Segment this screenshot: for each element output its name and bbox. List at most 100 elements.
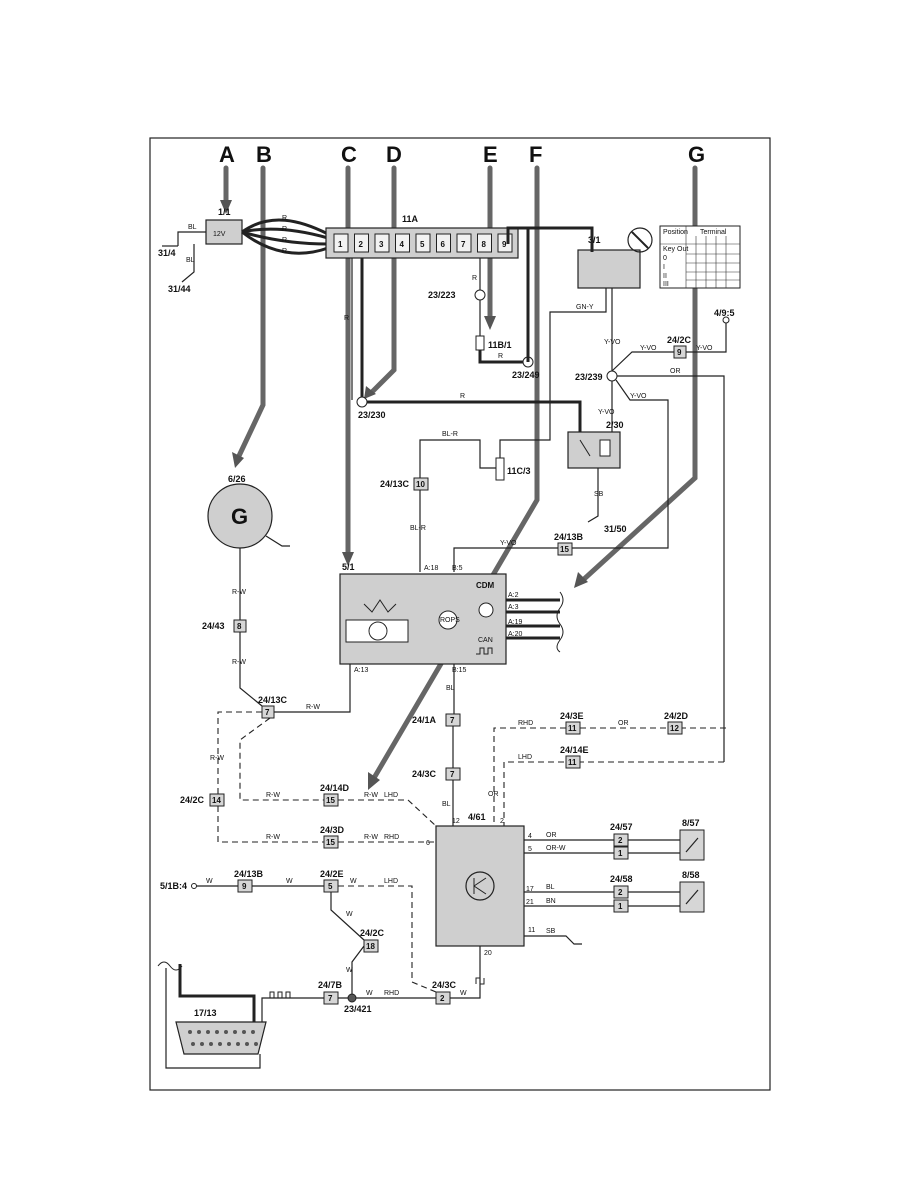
cable-3 bbox=[241, 230, 329, 246]
wire-color-bl-4: BL bbox=[442, 801, 451, 808]
ecm-transistor-icon bbox=[465, 871, 495, 901]
fuse-slot-6 bbox=[436, 233, 451, 253]
cem-pin-a18: A:18 bbox=[424, 565, 439, 572]
connector-24-2c-14 bbox=[209, 793, 225, 807]
switch-row-3: III bbox=[663, 281, 669, 288]
letter-b: B bbox=[256, 142, 272, 167]
fuse-number-7: 7 bbox=[461, 240, 466, 249]
wire-r-w-2 bbox=[239, 632, 263, 707]
ecm-id: 4/61 bbox=[468, 812, 486, 822]
connector-24-14e-11-id: 24/14E bbox=[560, 745, 589, 755]
connector-24-3d-15-pin: 15 bbox=[326, 838, 335, 847]
ecm-pin-5: 5 bbox=[528, 846, 532, 853]
dlc-pin bbox=[209, 1042, 213, 1046]
wire-ground-31-44 bbox=[181, 244, 195, 283]
wire-r-w-dash-left bbox=[217, 711, 262, 794]
cem-pin-b15: B:15 bbox=[452, 667, 467, 674]
splice-23-239-label: 23/239 bbox=[575, 372, 603, 382]
relay-id: 2/30 bbox=[606, 420, 624, 430]
connector-24-1a-7-id: 24/1A bbox=[412, 715, 437, 725]
fuse-number-9: 9 bbox=[502, 240, 507, 249]
wire-or-right bbox=[617, 375, 725, 762]
cem-pin-a13: A:13 bbox=[354, 667, 369, 674]
dlc-pin bbox=[254, 1042, 258, 1046]
connector-24-14e-11-pin: 11 bbox=[568, 758, 577, 767]
connector-24-13b-9-id: 24/13B bbox=[234, 869, 264, 879]
switch-row-1: I bbox=[663, 264, 665, 271]
connector-24-2c-18-id: 24/2C bbox=[360, 928, 385, 938]
connector-24-14d-15-pin: 15 bbox=[326, 796, 335, 805]
fuse-slot-1 bbox=[333, 233, 349, 253]
connector-24-3c-7-pin: 7 bbox=[450, 770, 455, 779]
arrowhead-b bbox=[232, 452, 244, 468]
ignition-switch: 3/1 Position Terminal Key Out 0 I II III bbox=[577, 225, 741, 289]
connector-24-58-id: 24/58 bbox=[610, 874, 633, 884]
diode-body bbox=[495, 457, 505, 481]
wire-w-ecm-20 bbox=[450, 946, 481, 999]
fuse-slot-4 bbox=[395, 233, 410, 253]
letter-markers: A B C D E F G bbox=[219, 142, 705, 167]
wire-color-bn: BN bbox=[546, 898, 556, 905]
sensor-8-58-symbol bbox=[685, 889, 699, 905]
cable-1 bbox=[241, 218, 329, 236]
wire-battery-ground bbox=[177, 231, 206, 246]
connector-24-13c-10 bbox=[413, 477, 429, 491]
connector-24-43-8-id: 24/43 bbox=[202, 621, 225, 631]
wire-color-y-vo-2: Y-VO bbox=[640, 345, 657, 352]
wire-dlc-14 bbox=[165, 968, 261, 1069]
wire-w-2e-2c bbox=[330, 892, 365, 941]
dlc-pins bbox=[188, 1030, 258, 1046]
sensor-8-57 bbox=[679, 829, 705, 861]
arrow-f bbox=[371, 165, 540, 781]
wire-color-or-2: OR bbox=[618, 720, 629, 727]
ground-31-44: 31/44 bbox=[168, 284, 191, 294]
switch-table bbox=[659, 225, 741, 289]
dlc-pin bbox=[245, 1042, 249, 1046]
fusebox-id: 11A bbox=[402, 214, 419, 224]
connector-24-13c-7-id: 24/13C bbox=[258, 695, 288, 705]
arrow-b bbox=[235, 165, 266, 461]
cem-cdm-label: CDM bbox=[476, 581, 495, 590]
connector-24-3e-11-id: 24/3E bbox=[560, 711, 584, 721]
fuse-number-1: 1 bbox=[338, 240, 343, 249]
wire-color-sb-2: SB bbox=[546, 928, 556, 935]
arrow-d bbox=[369, 165, 397, 395]
dlc-pulse-icon bbox=[268, 991, 291, 999]
dlc-pin bbox=[224, 1030, 228, 1034]
wire-color-y-vo-4: Y-VO bbox=[598, 409, 615, 416]
wire-color-or-1: OR bbox=[670, 368, 681, 375]
ref-4-9-5-dot bbox=[722, 316, 730, 324]
cem-pin-b5: B:5 bbox=[452, 565, 463, 572]
wire-230-relay bbox=[367, 400, 582, 432]
sensor-8-57-id: 8/57 bbox=[682, 818, 700, 828]
connector-24-13b-15-id: 24/13B bbox=[554, 532, 584, 542]
dlc-pin bbox=[233, 1030, 237, 1034]
alternator-id: 6/26 bbox=[228, 474, 246, 484]
battery-body bbox=[205, 219, 243, 245]
connector-24-57-id: 24/57 bbox=[610, 822, 633, 832]
wire-color-r-w-4: R-W bbox=[210, 755, 224, 762]
connector-24-1a-7-pin: 7 bbox=[450, 716, 455, 725]
key-blade bbox=[631, 231, 649, 249]
wire-break-icon bbox=[157, 961, 183, 971]
battery-cables: R R R R bbox=[241, 215, 329, 255]
connector-24-13b-9-pin: 9 bbox=[242, 882, 247, 891]
dlc-connector: 17/13 bbox=[175, 1008, 267, 1055]
ignition-switch-id: 3/1 bbox=[588, 235, 601, 245]
wire-lhd-bottom bbox=[338, 885, 437, 993]
wire-color-bl-1: BL bbox=[188, 224, 197, 231]
fuse-11b1-label: 11B/1 bbox=[488, 340, 512, 350]
relay-body bbox=[567, 431, 621, 469]
wire-color-or-4: OR bbox=[546, 832, 557, 839]
wire-color-bl-5: BL bbox=[546, 884, 555, 891]
wire-color-r-w-6: R-W bbox=[266, 834, 280, 841]
wire-color-w-4: W bbox=[346, 911, 353, 918]
wire-color-sb-1: SB bbox=[594, 491, 604, 498]
connector-24-13c-7-pin: 7 bbox=[265, 708, 270, 717]
dlc-pin bbox=[206, 1030, 210, 1034]
connector-24-3d-15-id: 24/3D bbox=[320, 825, 345, 835]
relay-2-30: 2/30 bbox=[567, 420, 624, 469]
cem-module: 5/1 ROPS CDM CAN A:18 B:5 A:2 A:3 A:19 A… bbox=[339, 562, 523, 674]
alternator-letter: G bbox=[231, 504, 248, 529]
